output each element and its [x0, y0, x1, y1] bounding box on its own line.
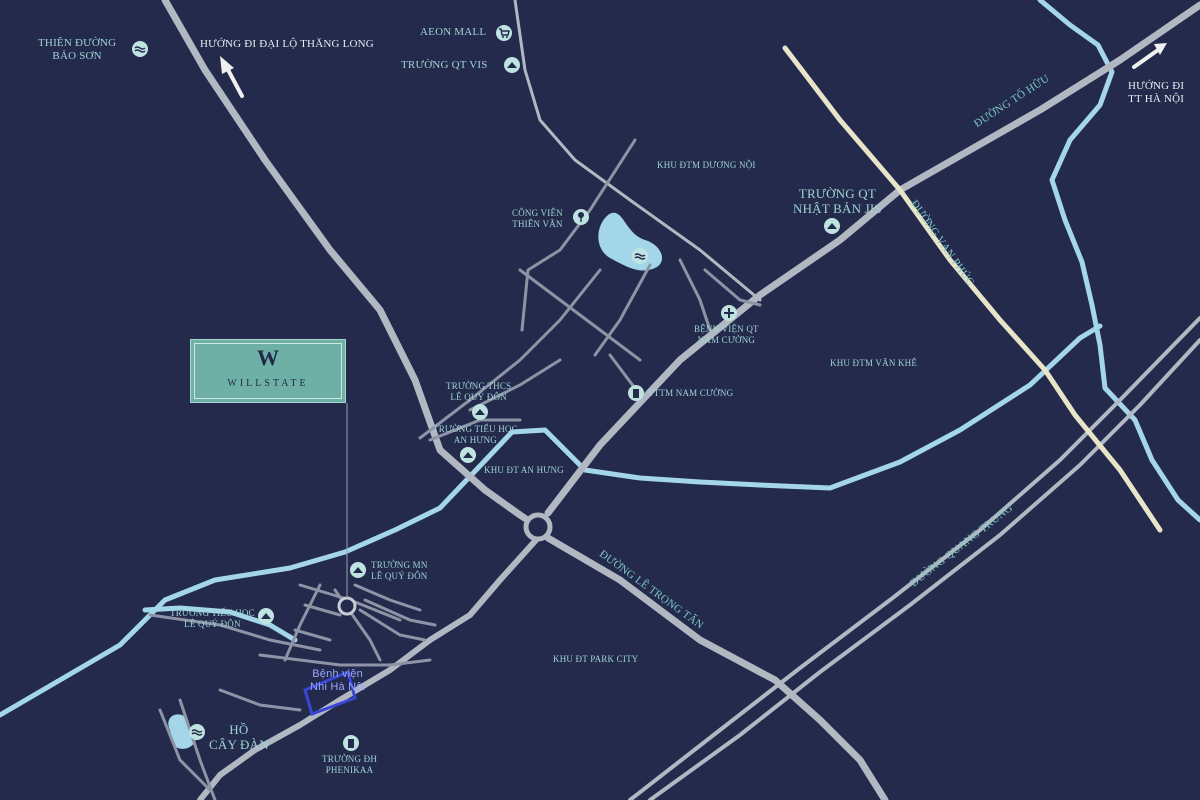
label-benh-vien-nam-cuong: BỆNH VIỆN QT NAM CƯỜNG [694, 324, 759, 345]
school-icon [504, 57, 520, 73]
school-icon [350, 562, 366, 578]
label-cong-vien-thien-van: CÔNG VIÊN THIÊN VĂN [512, 208, 563, 229]
lake-bach-hop-thuy [598, 212, 663, 271]
label-ho-cay-dan: HỒ CÂY ĐÀN [209, 722, 269, 752]
benh-vien-nhi-outline [303, 669, 357, 716]
label-truong-dh-phenikaa: TRƯỜNG ĐH PHENIKAA [322, 754, 378, 775]
label-truong-qt-vis: TRƯỜNG QT VIS [401, 59, 488, 71]
river-east [1037, 0, 1200, 523]
road-le-trong-tan [544, 534, 889, 800]
label-khu-dt-park-city: KHU ĐT PARK CITY [553, 654, 639, 664]
lake-cay-dan [168, 714, 197, 749]
wave-icon [632, 248, 648, 264]
school-icon [472, 404, 488, 420]
logo-name: WILLSTATE [227, 378, 309, 389]
willstate-logo: W WILLSTATE [190, 339, 346, 403]
school-icon [824, 218, 840, 234]
tree-icon [573, 209, 589, 225]
road-south-west [197, 537, 539, 800]
label-thien-duong-bao-son: THIÊN ĐƯỜNG BẢO SƠN [38, 37, 117, 62]
road-van-phuc [782, 45, 1163, 533]
label-truong-qt-nhat-ban: TRƯỜNG QT NHẬT BẢN JIS [793, 186, 882, 216]
road-to-huu [544, 1, 1200, 517]
cart-icon [496, 25, 512, 41]
label-truong-tieu-hoc-le-quy-don: TRƯỜNG TIỂU HỌC LÊ QUÝ ĐÔN [170, 608, 255, 629]
road-aeon [513, 0, 762, 302]
project-marker [337, 596, 357, 616]
road-quang-trung [628, 316, 1200, 800]
label-truong-thcs-le-quy-don: TRƯỜNG THCS LÊ QUÝ ĐÔN [446, 381, 512, 402]
label-khu-dtm-duong-noi: KHU ĐTM DƯƠNG NỘI [657, 160, 756, 170]
label-khu-dt-an-hung: KHU ĐT AN HƯNG [484, 465, 564, 475]
wave-icon [189, 724, 205, 740]
road-north-west [161, 0, 542, 531]
label-huong-di-tt-ha-noi: HƯỚNG ĐI TT HÀ NỘI [1128, 80, 1185, 105]
label-truong-mn-le-quy-don: TRƯỜNG MN LÊ QUÝ ĐÔN [371, 560, 428, 581]
school-icon [460, 447, 476, 463]
school-icon [258, 608, 274, 624]
road-quang-trung-2 [648, 338, 1200, 800]
wave-icon [132, 41, 148, 57]
building-icon [628, 385, 644, 401]
arrow-north-west [220, 56, 244, 98]
roundabout-main [523, 512, 553, 542]
label-truong-tieu-hoc-an-hung: TRƯỜNG TIỂU HỌC AN HƯNG [433, 424, 518, 445]
logo-mark: W [257, 345, 279, 370]
label-khu-dtm-van-khe: KHU ĐTM VĂN KHÊ [830, 358, 918, 368]
arrow-north-east [1132, 43, 1167, 69]
label-benh-vien-nhi-ha-noi: Bệnh viện Nhi Hà Nội [310, 668, 366, 693]
building-icon [343, 735, 359, 751]
river-main [0, 323, 1103, 718]
label-huong-di-thang-long: HƯỚNG ĐI ĐẠI LỘ THĂNG LONG [200, 38, 374, 50]
river-canal [142, 605, 298, 643]
label-tttm-nam-cuong: TTTM NAM CƯỜNG [648, 388, 734, 398]
label-aeon-mall: AEON MALL [420, 26, 487, 38]
cross-icon [721, 305, 737, 321]
